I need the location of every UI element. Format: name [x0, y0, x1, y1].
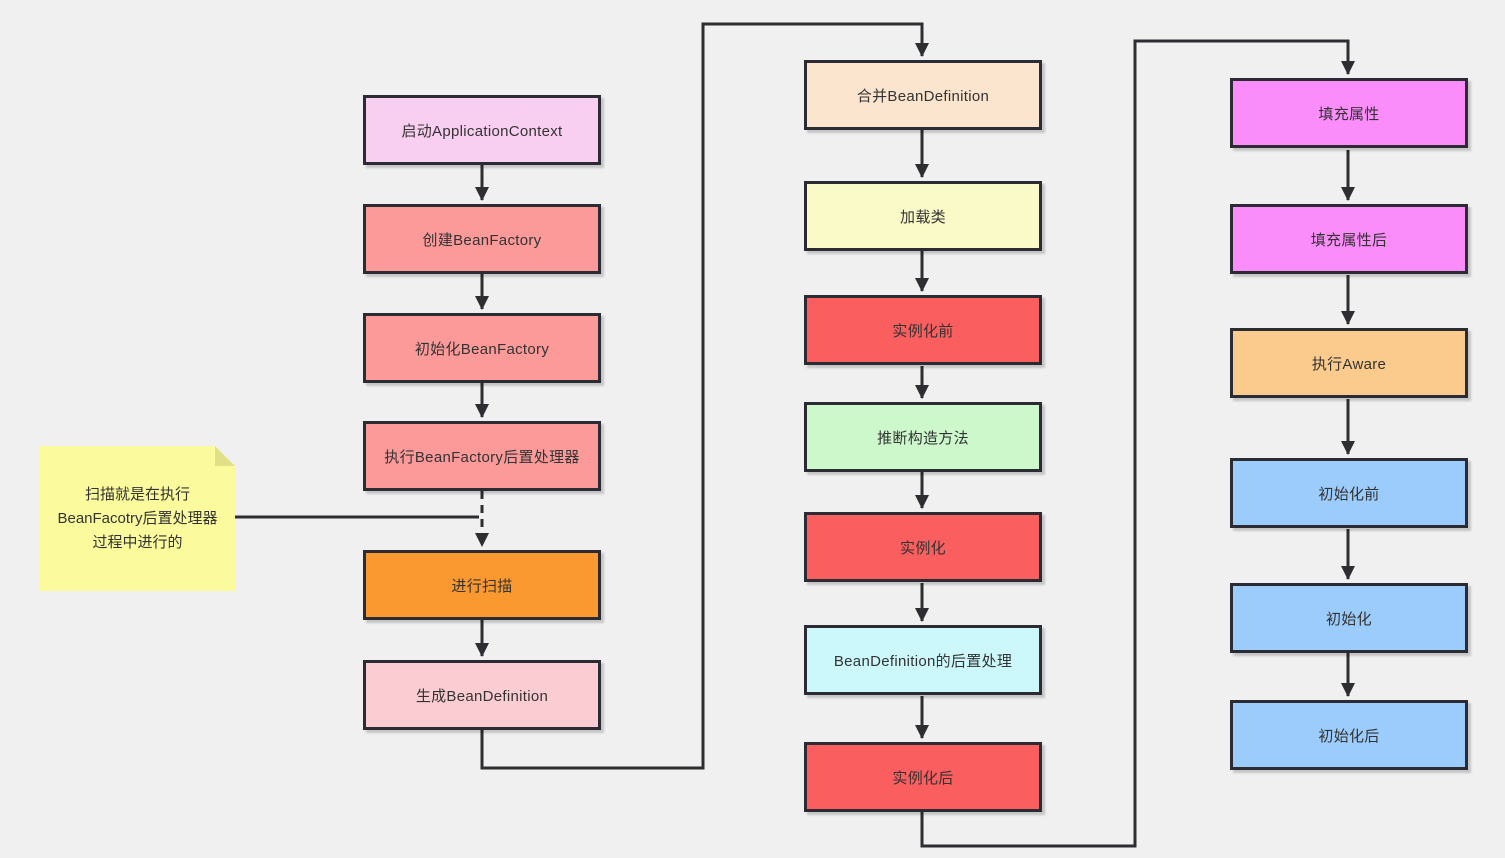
node-after-initialization: 初始化后 [1230, 700, 1468, 770]
node-create-beanfactory: 创建BeanFactory [363, 204, 601, 274]
node-before-instantiation: 实例化前 [804, 295, 1042, 365]
note-folded-corner [215, 446, 235, 466]
sticky-note-line: 过程中进行的 [92, 533, 183, 551]
node-after-populate-properties: 填充属性后 [1230, 204, 1468, 274]
node-before-initialization: 初始化前 [1230, 458, 1468, 528]
sticky-note-line: BeanFacotry后置处理器 [57, 509, 218, 527]
node-beandefinition-postprocess: BeanDefinition的后置处理 [804, 625, 1042, 695]
node-scan: 进行扫描 [363, 550, 601, 620]
node-execute-aware: 执行Aware [1230, 328, 1468, 398]
node-beanfactory-postprocessor: 执行BeanFactory后置处理器 [363, 421, 601, 491]
sticky-note: 扫描就是在执行 BeanFacotry后置处理器 过程中进行的 [40, 446, 235, 591]
node-load-class: 加载类 [804, 181, 1042, 251]
node-init-beanfactory: 初始化BeanFactory [363, 313, 601, 383]
node-merge-beandefinition: 合并BeanDefinition [804, 60, 1042, 130]
node-infer-constructor: 推断构造方法 [804, 402, 1042, 472]
node-initialization: 初始化 [1230, 583, 1468, 653]
node-after-instantiation: 实例化后 [804, 742, 1042, 812]
node-generate-beandefinition: 生成BeanDefinition [363, 660, 601, 730]
node-populate-properties: 填充属性 [1230, 78, 1468, 148]
sticky-note-line: 扫描就是在执行 [84, 485, 190, 503]
node-instantiation: 实例化 [804, 512, 1042, 582]
node-start-application-context: 启动ApplicationContext [363, 95, 601, 165]
